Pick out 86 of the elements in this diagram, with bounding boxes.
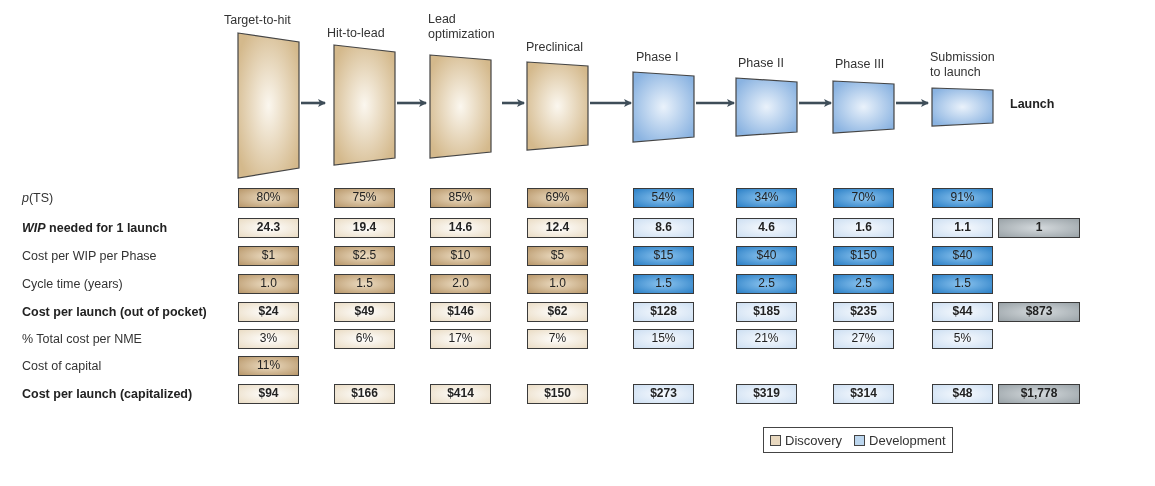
value-cell: $273 — [633, 384, 694, 404]
value-cell: 11% — [238, 356, 299, 376]
value-cell: 21% — [736, 329, 797, 349]
value-cell: $62 — [527, 302, 588, 322]
value-cell: $40 — [736, 246, 797, 266]
value-cell: $15 — [633, 246, 694, 266]
value-cell: $166 — [334, 384, 395, 404]
arrow — [301, 99, 326, 107]
stage-title: Hit-to-lead — [327, 26, 385, 41]
value-cell: 75% — [334, 188, 395, 208]
value-cell: $150 — [833, 246, 894, 266]
value-cell: $40 — [932, 246, 993, 266]
stage-title: Target-to-hit — [224, 13, 291, 28]
value-cell: 2.5 — [736, 274, 797, 294]
value-cell: 91% — [932, 188, 993, 208]
value-cell: 1.6 — [833, 218, 894, 238]
value-cell: $414 — [430, 384, 491, 404]
value-cell: 54% — [633, 188, 694, 208]
value-cell: 24.3 — [238, 218, 299, 238]
value-cell: 12.4 — [527, 218, 588, 238]
total-cell: $1,778 — [998, 384, 1080, 404]
row-label: Cost of capital — [22, 358, 102, 375]
value-cell: $2.5 — [334, 246, 395, 266]
legend-label: Development — [869, 432, 946, 448]
stage-title: Phase III — [835, 57, 885, 72]
row-label: % Total cost per NME — [22, 331, 142, 348]
row-label: Cycle time (years) — [22, 276, 123, 293]
value-cell: 15% — [633, 329, 694, 349]
value-cell: $1 — [238, 246, 299, 266]
arrow — [502, 99, 525, 107]
stage-title: Submission to launch — [930, 50, 996, 80]
value-cell: 69% — [527, 188, 588, 208]
value-cell: $128 — [633, 302, 694, 322]
total-cell: 1 — [998, 218, 1080, 238]
value-cell: 14.6 — [430, 218, 491, 238]
value-cell: 5% — [932, 329, 993, 349]
value-cell: $319 — [736, 384, 797, 404]
value-cell: 1.5 — [633, 274, 694, 294]
arrow — [896, 99, 929, 107]
value-cell: $24 — [238, 302, 299, 322]
value-cell: 1.0 — [238, 274, 299, 294]
arrow — [590, 99, 632, 107]
launch-label: Launch — [1010, 97, 1055, 111]
value-cell: $94 — [238, 384, 299, 404]
value-cell: $150 — [527, 384, 588, 404]
value-cell: 2.5 — [833, 274, 894, 294]
legend-label: Discovery — [785, 432, 843, 448]
value-cell: $235 — [833, 302, 894, 322]
row-label: Cost per WIP per Phase — [22, 248, 157, 265]
value-cell: $5 — [527, 246, 588, 266]
value-cell: $146 — [430, 302, 491, 322]
value-cell: 2.0 — [430, 274, 491, 294]
value-cell: 1.0 — [527, 274, 588, 294]
value-cell: 1.1 — [932, 218, 993, 238]
value-cell: 4.6 — [736, 218, 797, 238]
stage-title: Phase I — [636, 50, 679, 65]
value-cell: 85% — [430, 188, 491, 208]
value-cell: 1.5 — [334, 274, 395, 294]
row-label: Cost per launch (capitalized) — [22, 386, 193, 403]
value-cell: 80% — [238, 188, 299, 208]
value-cell: $49 — [334, 302, 395, 322]
stage-title: Phase II — [738, 56, 784, 71]
value-cell: $44 — [932, 302, 993, 322]
value-cell: $185 — [736, 302, 797, 322]
value-cell: $10 — [430, 246, 491, 266]
row-label: WIP needed for 1 launch — [22, 220, 168, 237]
stage-title: Preclinical — [526, 40, 583, 55]
value-cell: 17% — [430, 329, 491, 349]
total-cell: $873 — [998, 302, 1080, 322]
row-label: Cost per launch (out of pocket) — [22, 304, 207, 321]
value-cell: 1.5 — [932, 274, 993, 294]
value-cell: 3% — [238, 329, 299, 349]
arrow — [696, 99, 735, 107]
arrow — [799, 99, 832, 107]
value-cell: 19.4 — [334, 218, 395, 238]
stage-title: Lead optimization — [428, 12, 496, 42]
value-cell: 6% — [334, 329, 395, 349]
value-cell: 7% — [527, 329, 588, 349]
value-cell: 70% — [833, 188, 894, 208]
value-cell: $48 — [932, 384, 993, 404]
value-cell: 8.6 — [633, 218, 694, 238]
row-label: p(TS) — [22, 190, 54, 207]
value-cell: 34% — [736, 188, 797, 208]
value-cell: $314 — [833, 384, 894, 404]
arrow — [397, 99, 427, 107]
value-cell: 27% — [833, 329, 894, 349]
